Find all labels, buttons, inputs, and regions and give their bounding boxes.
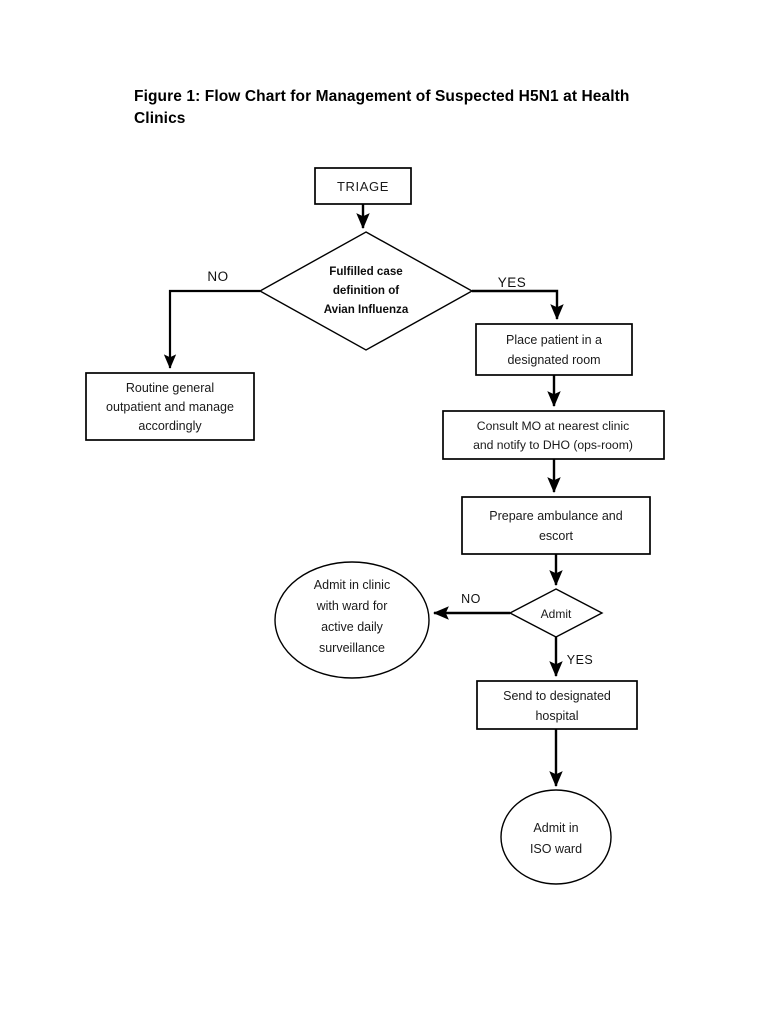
edge-label-yes-case-definition: YES [498, 275, 527, 290]
node-consult-line1: Consult MO at nearest clinic [477, 419, 629, 433]
edge-label-no-admit: NO [461, 592, 481, 606]
node-decision-admit[interactable]: Admit [508, 588, 604, 638]
edge-label-yes-admit: YES [567, 653, 594, 667]
connector-decision-yes-to-room [472, 289, 564, 320]
connector-decision-no-to-routine [163, 289, 260, 369]
node-clinic-line3: active daily [321, 620, 384, 634]
edge-label-no-case-definition: NO [207, 269, 228, 284]
node-routine-outpatient[interactable]: Routine general outpatient and manage ac… [85, 372, 255, 441]
node-clinic-line2: with ward for [316, 599, 388, 613]
node-consult-mo[interactable]: Consult MO at nearest clinic and notify … [442, 410, 665, 460]
node-send-hospital[interactable]: Send to designated hospital [476, 680, 638, 730]
node-admit-decision-label: Admit [541, 607, 572, 621]
node-triage-label: TRIAGE [337, 179, 389, 194]
node-consult-line2: and notify to DHO (ops-room) [473, 438, 633, 452]
node-admit-clinic-ward[interactable]: Admit in clinic with ward for active dai… [274, 561, 430, 679]
node-routine-line1: Routine general [126, 381, 214, 395]
node-decision-case-definition[interactable]: Fulfilled case definition of Avian Influ… [258, 231, 474, 351]
node-routine-line2: outpatient and manage [106, 400, 234, 414]
node-iso-line2: ISO ward [530, 842, 582, 856]
node-hospital-line2: hospital [535, 709, 578, 723]
node-room-line2: designated room [507, 353, 600, 367]
node-prepare-ambulance[interactable]: Prepare ambulance and escort [461, 496, 651, 555]
node-ambulance-line2: escort [539, 529, 574, 543]
node-triage[interactable]: TRIAGE [314, 167, 412, 205]
node-hospital-line1: Send to designated [503, 689, 611, 703]
node-routine-line3: accordingly [138, 419, 202, 433]
node-case-definition-line2: definition of [333, 284, 399, 297]
node-case-definition-line3: Avian Influenza [324, 303, 409, 316]
node-ambulance-line1: Prepare ambulance and [489, 509, 622, 523]
node-clinic-line1: Admit in clinic [314, 578, 390, 592]
node-designated-room[interactable]: Place patient in a designated room [475, 323, 633, 376]
node-case-definition-line1: Fulfilled case [329, 265, 403, 278]
node-admit-iso-ward[interactable]: Admit in ISO ward [500, 789, 612, 885]
node-clinic-line4: surveillance [319, 641, 385, 655]
figure-title: Figure 1: Flow Chart for Management of S… [134, 88, 630, 127]
node-iso-line1: Admit in [533, 821, 578, 835]
node-room-line1: Place patient in a [506, 333, 602, 347]
